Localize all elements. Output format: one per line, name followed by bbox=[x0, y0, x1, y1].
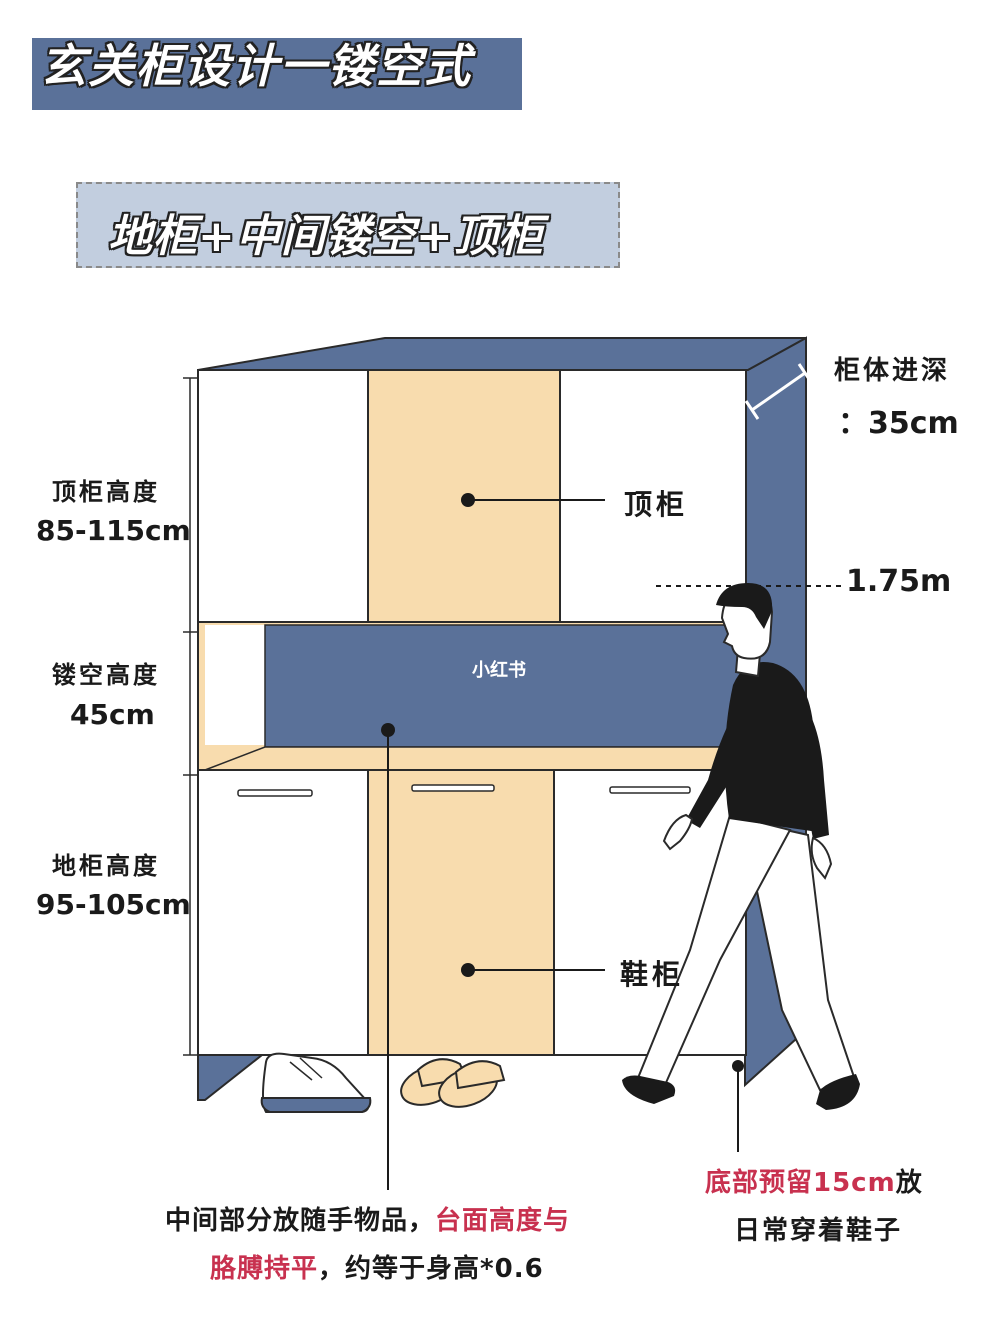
middle-note-line2: 胳膊持平，约等于身高*0.6 bbox=[210, 1248, 544, 1285]
person-walking-icon bbox=[622, 583, 860, 1110]
cabinet-top-panel bbox=[197, 337, 807, 371]
depth-tick bbox=[744, 400, 760, 420]
bottom-note-text: 放 bbox=[895, 1168, 923, 1198]
depth-line bbox=[751, 371, 806, 412]
watermark: 小红书 bbox=[472, 660, 526, 681]
cabinet-left-foot bbox=[197, 1054, 265, 1101]
shoe-cabinet-middle-door bbox=[367, 769, 555, 1056]
shoe-cabinet-height-value: 95-105cm bbox=[36, 888, 191, 921]
top-cabinet-label: 顶柜 bbox=[624, 488, 689, 521]
depth-tick bbox=[797, 363, 813, 383]
title-banner bbox=[32, 38, 522, 110]
door-handle bbox=[237, 789, 313, 797]
open-section-height-value: 45cm bbox=[70, 698, 155, 731]
middle-note-line1: 中间部分放随手物品，台面高度与 bbox=[165, 1200, 570, 1237]
top-cabinet-height-label: 顶柜高度 bbox=[52, 478, 160, 506]
top-cabinet-left-door bbox=[197, 369, 369, 623]
page-title: 玄关柜设计一镂空式 bbox=[40, 39, 472, 93]
middle-note-text: 中间部分放随手物品， bbox=[165, 1206, 436, 1236]
open-section-back-wall bbox=[264, 624, 744, 748]
shoe-cabinet-left-door bbox=[197, 769, 369, 1056]
bottom-note-highlight: 底部预留15cm bbox=[705, 1168, 896, 1198]
depth-label: 柜体进深 bbox=[834, 356, 951, 386]
person-height-label: 1.75m bbox=[846, 564, 952, 599]
door-handle bbox=[411, 784, 495, 792]
top-cabinet-right-door bbox=[559, 369, 747, 623]
sneaker-icon bbox=[260, 1052, 372, 1113]
bottom-note-line2: 日常穿着鞋子 bbox=[734, 1216, 903, 1246]
subtitle-banner bbox=[76, 182, 620, 268]
bottom-note-line1: 底部预留15cm放 bbox=[705, 1162, 923, 1199]
page-subtitle: 地柜+中间镂空+顶柜 bbox=[108, 211, 544, 262]
top-cabinet-height-value: 85-115cm bbox=[36, 514, 191, 547]
open-section-height-label: 镂空高度 bbox=[52, 661, 160, 689]
slipper-icon bbox=[400, 1058, 506, 1108]
shoe-cabinet-label: 鞋柜 bbox=[620, 958, 685, 991]
middle-note-highlight: 胳膊持平 bbox=[210, 1254, 319, 1284]
open-section-counter bbox=[204, 746, 744, 771]
middle-note-text: ，约等于身高*0.6 bbox=[318, 1254, 544, 1284]
door-handle bbox=[609, 786, 691, 794]
middle-note-highlight: 台面高度与 bbox=[435, 1206, 571, 1236]
depth-value: ：35cm bbox=[838, 406, 959, 441]
open-section-left-wall bbox=[205, 625, 265, 745]
shoe-cabinet-height-label: 地柜高度 bbox=[52, 852, 160, 880]
